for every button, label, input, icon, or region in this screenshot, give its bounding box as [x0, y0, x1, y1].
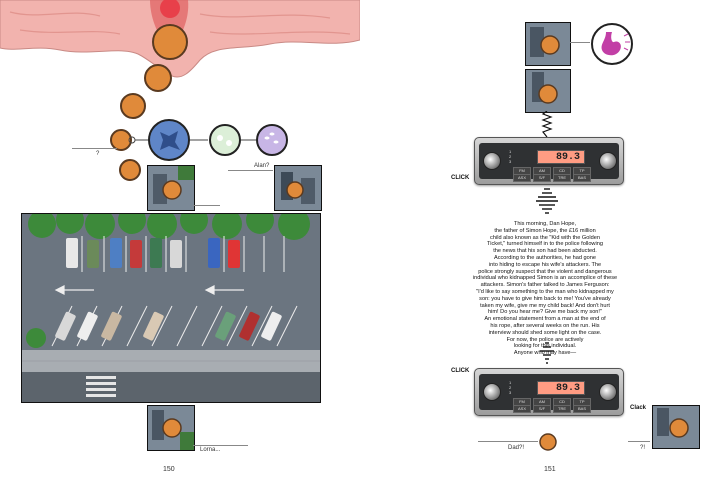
- cell-diagram: [128, 119, 288, 161]
- caption-exclaim: ?!: [640, 445, 646, 451]
- aerial-thumbnail-car-bottom: [147, 405, 195, 451]
- parking-lot-aerial-panel: [21, 213, 321, 403]
- radio-volume-knob-left-bottom[interactable]: [483, 383, 501, 401]
- clack-label: Clack: [630, 405, 647, 411]
- stomach-icon: [591, 23, 633, 65]
- orange-ball-chain: [110, 24, 188, 181]
- click-label-bottom: CLICK: [451, 368, 470, 374]
- sound-wave-lower: [540, 342, 554, 364]
- aerial-thumbnail-car-left: [147, 165, 195, 211]
- radio-tuning-knob-right[interactable]: [599, 152, 617, 170]
- sound-wave-upper: [536, 188, 558, 214]
- page-number-left: 150: [163, 466, 175, 473]
- caption-lorna: Lorna...: [200, 447, 221, 453]
- page-number-right: 151: [544, 466, 556, 473]
- caption-alan: Alan?: [254, 163, 270, 169]
- aerial-thumbnail-top-right-1: [525, 22, 571, 66]
- aerial-thumbnail-top-right-2: [525, 69, 571, 113]
- radio-display-bottom: 89.3: [537, 381, 585, 395]
- radio-tuning-knob-right-bottom[interactable]: [599, 383, 617, 401]
- caption-question: ?: [96, 151, 100, 157]
- caption-dad: Dad?!: [508, 445, 525, 451]
- aerial-thumbnail-bottom-right: [652, 405, 700, 449]
- radio-volume-knob-left[interactable]: [483, 152, 501, 170]
- news-broadcast-text: This morning, Dan Hope, the father of Si…: [472, 221, 618, 357]
- click-label-top: CLICK: [451, 175, 470, 181]
- sound-wire-top: [541, 111, 553, 137]
- radio-display-top: 89.3: [537, 150, 585, 164]
- aerial-thumbnail-car-right: [274, 165, 322, 211]
- orange-ball-dad: [539, 433, 557, 451]
